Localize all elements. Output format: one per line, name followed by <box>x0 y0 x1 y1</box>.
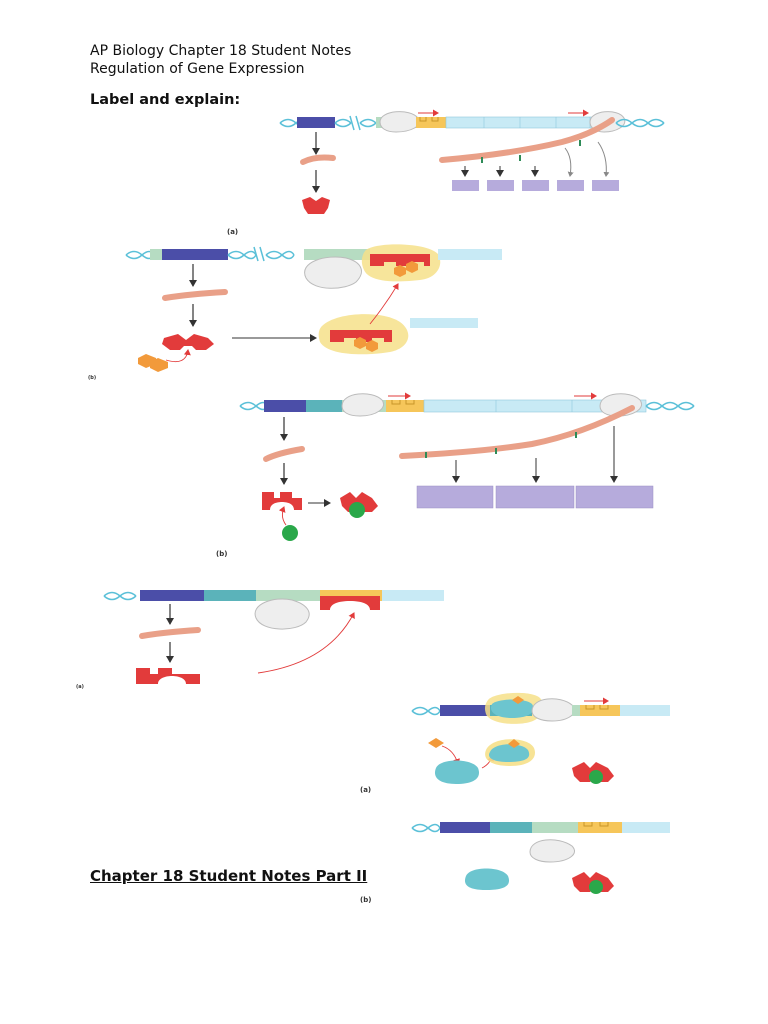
inducer-bound <box>589 880 603 894</box>
cap-protein-bound <box>490 699 534 718</box>
dna-helix <box>411 706 441 716</box>
regulator-gene <box>140 590 204 601</box>
repressor-inactive <box>162 334 214 350</box>
repressor <box>136 668 200 684</box>
figure-4-lac-operon-repressed <box>103 590 444 684</box>
rna-polymerase <box>341 393 384 417</box>
protein <box>575 485 654 509</box>
cap-protein-active <box>488 744 530 762</box>
repressor-inactive <box>302 197 330 214</box>
polycistronic-mrna <box>439 117 615 163</box>
cap-protein <box>464 868 510 890</box>
corepressor <box>406 261 418 273</box>
promoter <box>572 705 580 716</box>
structural-genes <box>382 590 444 601</box>
panel-label-1: (a) <box>227 228 239 236</box>
structural-genes <box>620 705 670 716</box>
mrna <box>139 627 201 639</box>
structural-genes <box>438 249 502 260</box>
figure-1-trp-operon-on <box>279 109 665 214</box>
figure-6-cap-inactive <box>411 822 670 894</box>
rna-polymerase <box>529 839 575 863</box>
protein <box>522 180 549 191</box>
promoter-region <box>204 590 256 601</box>
operator <box>320 590 382 601</box>
header-line-1: AP Biology Chapter 18 Student Notes <box>90 43 352 59</box>
promoter <box>304 249 370 260</box>
operator <box>578 822 622 833</box>
repressor-bound <box>370 254 430 266</box>
corepressor <box>366 340 378 352</box>
panel-label-6: (b) <box>360 896 372 904</box>
inducer <box>282 525 298 541</box>
dna-helix <box>645 401 695 411</box>
dna-break <box>349 115 361 131</box>
repressor-bound <box>320 596 380 610</box>
polycistronic-mrna <box>399 405 635 459</box>
promoter-region <box>306 400 342 412</box>
repressor-inactive <box>340 492 378 512</box>
part-2-heading: Chapter 18 Student Notes Part II <box>90 867 368 885</box>
panel-label-3: (b) <box>216 550 228 558</box>
repressor-active <box>330 330 392 342</box>
regulator-gene <box>264 400 306 412</box>
figure-3-lac-operon-induced <box>239 392 695 541</box>
gene-segment <box>410 318 478 328</box>
panel-label-4: (a) <box>76 684 84 690</box>
header-line-2: Regulation of Gene Expression <box>90 61 305 77</box>
protein <box>592 180 619 191</box>
panel-label-2: (b) <box>88 375 97 381</box>
protein <box>495 485 575 509</box>
mrna <box>263 446 305 462</box>
mrna <box>162 289 228 301</box>
corepressor <box>394 265 406 277</box>
camp <box>508 739 520 748</box>
rna-polymerase <box>304 256 362 289</box>
cap-protein <box>434 760 480 784</box>
dna-helix <box>615 118 665 128</box>
rna-polymerase <box>254 598 310 630</box>
corepressor <box>354 337 366 349</box>
dna-helix <box>334 118 352 128</box>
dna-helix <box>227 250 257 260</box>
camp <box>428 738 444 748</box>
corepressor <box>150 358 168 372</box>
regulator-gene <box>162 249 228 260</box>
promoter-region <box>490 822 532 833</box>
dna-helix <box>411 823 441 833</box>
protein <box>416 485 494 509</box>
inducer-bound <box>349 502 365 518</box>
promoter <box>532 822 578 833</box>
dna-break <box>253 246 265 262</box>
dna-helix <box>103 591 137 601</box>
rna-polymerase <box>531 698 575 722</box>
dna-helix <box>359 118 377 128</box>
camp <box>512 696 524 704</box>
figure-5-cap-activated <box>411 692 670 784</box>
regulator-gene <box>440 705 490 716</box>
figure-2-trp-operon-off <box>125 244 502 372</box>
structural-genes <box>622 822 670 833</box>
rna-polymerase <box>379 111 420 133</box>
regulator-gene <box>297 117 335 128</box>
protein <box>487 180 514 191</box>
operator <box>580 705 620 716</box>
protein <box>557 180 584 191</box>
panel-label-5: (a) <box>360 786 372 794</box>
protein <box>452 180 479 191</box>
regulator-gene <box>440 822 490 833</box>
dna-helix <box>239 401 269 411</box>
mrna <box>300 154 336 165</box>
dna-helix <box>265 250 295 260</box>
inducer-bound <box>589 770 603 784</box>
dna-helix <box>125 250 155 260</box>
repressor <box>262 492 302 510</box>
instruction-label: Label and explain: <box>90 92 241 108</box>
promoter <box>256 590 320 601</box>
